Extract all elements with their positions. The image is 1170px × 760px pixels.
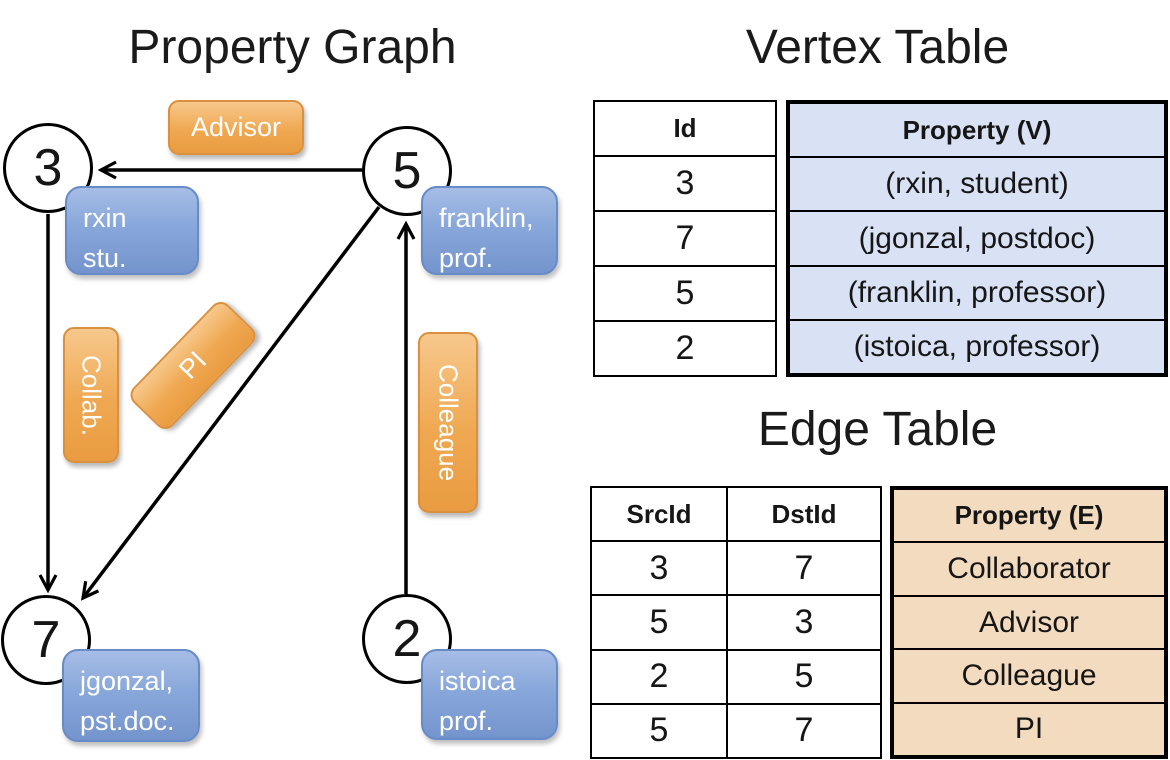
- vertex-table-title: Vertex Table: [745, 21, 1010, 74]
- vertex-id-cell: 2: [675, 329, 695, 367]
- vertex-property-cell: (rxin, student): [885, 167, 1069, 201]
- vertex-property-header: Property (V): [902, 114, 1052, 145]
- vertex-property-cell: (franklin, professor): [847, 275, 1107, 309]
- vertex-property-line: jgonzal,: [80, 666, 174, 696]
- vertex-property-line: istoica: [439, 666, 516, 696]
- edge-property-cell: Colleague: [961, 658, 1097, 692]
- vertex-property-cell: (jgonzal, postdoc): [858, 221, 1096, 255]
- vertex-property-box-5: franklin, prof.: [421, 186, 558, 275]
- node-5-id: 5: [392, 142, 422, 200]
- edge-table-id-columns: SrcId DstId 3 7 5 3 2 5 5 7: [590, 486, 882, 759]
- graph-node-5: 5: [362, 126, 452, 216]
- edge-property-cell: Advisor: [978, 605, 1080, 639]
- vertex-property-line: pst.doc.: [80, 706, 175, 736]
- edge-label-colleague: Colleague: [418, 332, 478, 513]
- edge-dstid-header: DstId: [726, 488, 880, 541]
- vertex-table-id-column: Id 3 7 5 2: [593, 100, 777, 377]
- edge-pi-5-7: [80, 205, 381, 601]
- vertex-property-line: prof.: [439, 243, 494, 273]
- edge-property-cell: Collaborator: [947, 552, 1111, 586]
- vertex-property-box-2: istoica prof.: [421, 649, 558, 740]
- property-graph-title: Property Graph: [128, 21, 457, 74]
- edge-dstid-cell: 7: [726, 542, 880, 595]
- vertex-property-box-7: jgonzal, pst.doc.: [62, 649, 200, 742]
- edge-table-title: Edge Table: [757, 403, 998, 456]
- edge-property-cell: PI: [1014, 712, 1044, 746]
- vertex-property-line: stu.: [83, 243, 127, 273]
- edge-srcid-cell: 5: [649, 711, 669, 750]
- vertex-id-cell: 3: [675, 164, 695, 202]
- vertex-property-box-3: rxin stu.: [65, 186, 199, 275]
- vertex-property-line: prof.: [439, 706, 494, 736]
- edge-dstid-cell: 7: [726, 704, 880, 758]
- edge-label-advisor: Advisor: [168, 100, 304, 155]
- edge-dstid-cell: 3: [726, 596, 880, 649]
- edge-label-collab: Collab.: [63, 327, 119, 463]
- graph-edges-canvas: [38, 160, 416, 601]
- edge-dstid-cell: 5: [726, 650, 880, 703]
- vertex-property-cell: (istoica, professor): [853, 329, 1101, 363]
- edge-srcid-cell: 2: [649, 657, 669, 696]
- vertex-property-line: franklin,: [439, 203, 534, 233]
- vertex-id-header: Id: [673, 113, 697, 143]
- node-3-id: 3: [33, 139, 63, 197]
- edge-srcid-cell: 5: [649, 603, 669, 641]
- vertex-id-cell: 5: [675, 274, 695, 312]
- edge-srcid-header: SrcId: [626, 498, 692, 529]
- edge-property-header: Property (E): [954, 500, 1104, 531]
- vertex-property-line: rxin: [83, 203, 127, 233]
- node-7-id: 7: [31, 611, 61, 669]
- edge-table-property-column: Property (E) Collaborator Advisor Collea…: [890, 486, 1168, 759]
- node-2-id: 2: [392, 610, 422, 668]
- vertex-id-cell: 7: [675, 219, 695, 257]
- edge-srcid-cell: 3: [649, 548, 669, 587]
- graph-node-2: 2: [362, 594, 452, 684]
- vertex-table-property-column: Property (V) (rxin, student) (jgonzal, p…: [786, 100, 1168, 377]
